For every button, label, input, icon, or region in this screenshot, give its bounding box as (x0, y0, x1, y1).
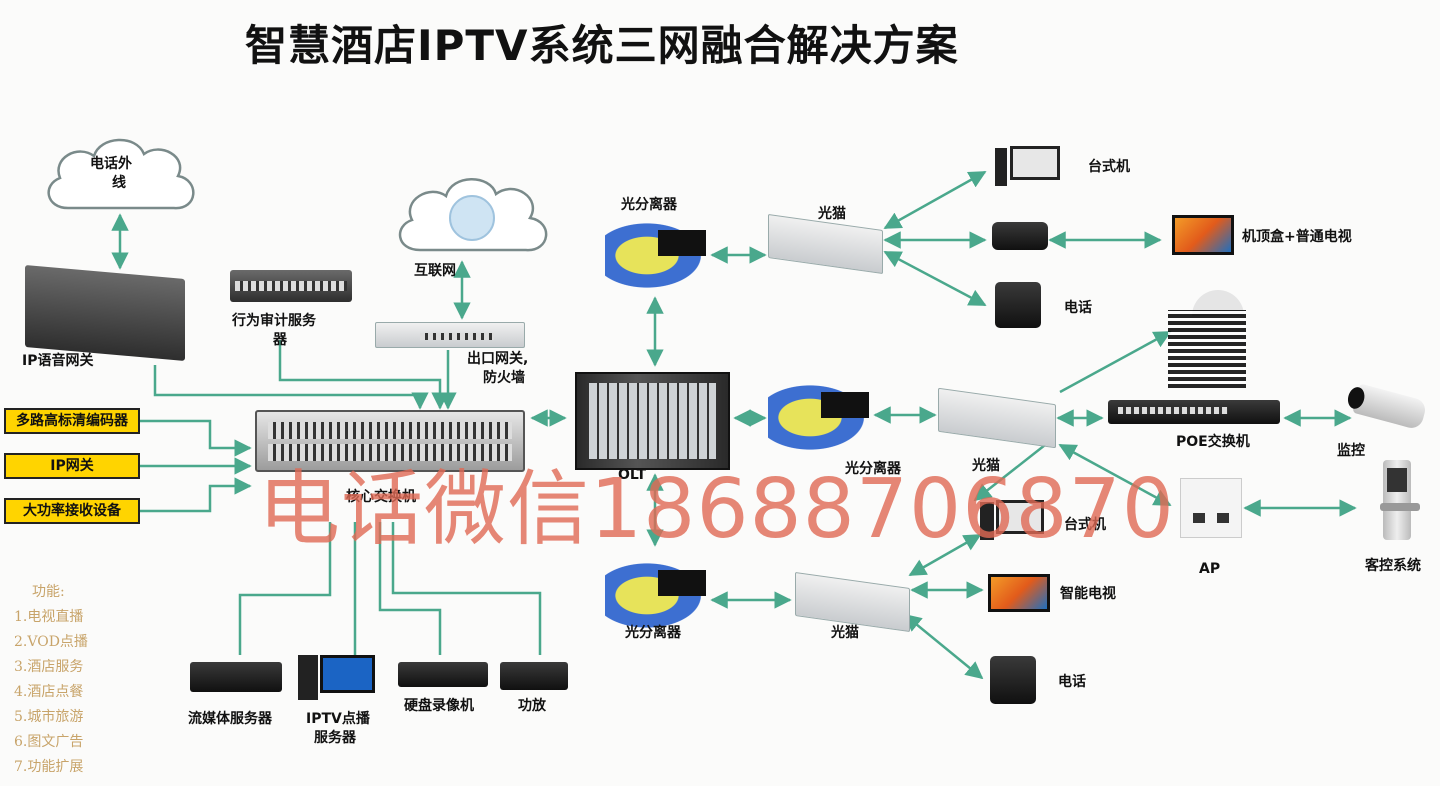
desktop-mid-tower-icon (980, 502, 994, 540)
desktop-mid-monitor-icon (996, 500, 1044, 534)
splitter-mid-label: 光分离器 (845, 461, 901, 477)
phone-line-cloud-icon (47, 138, 195, 210)
tv-icon (1172, 215, 1234, 255)
onu-bottom-label: 光猫 (831, 625, 859, 641)
phone-top-label: 电话 (1064, 300, 1092, 316)
poe-switch-label: POE交换机 (1176, 434, 1250, 450)
functions-list: 功能: 1.电视直播 2.VOD点播 3.酒店服务 4.酒店点餐 5.城市旅游 … (12, 580, 88, 780)
function-item: 6.图文广告 (14, 734, 84, 750)
stb-icon (992, 222, 1048, 250)
diagram-title: 智慧酒店IPTV系统三网融合解决方案 (245, 21, 959, 70)
internet-label: 互联网 (414, 263, 456, 279)
iptv-server-monitor-icon (320, 655, 375, 693)
exit-gateway-label-1: 出口网关, (467, 351, 529, 367)
poe-switch-icon (1108, 400, 1280, 424)
qr-code-icon (1168, 310, 1246, 388)
iptv-server-tower-icon (298, 655, 318, 700)
link-receiver-core (140, 477, 252, 513)
core-switch-icon (255, 410, 525, 472)
link-onumid-desktopmid (973, 444, 1046, 502)
link-onumid-qr (1059, 330, 1172, 394)
phone-line-label-2: 线 (112, 175, 126, 191)
link-onubottom-phone (903, 613, 984, 680)
internet-cloud-icon (398, 178, 548, 252)
audit-server-label-1: 行为审计服务 (232, 313, 316, 329)
stb-tv-label: 机顶盒+普通电视 (1242, 229, 1352, 245)
camera-label: 监控 (1337, 443, 1365, 459)
contact-watermark: 电话微信18688706870 (258, 462, 1175, 557)
link-audit-core (278, 340, 449, 410)
encoder-box: 多路高标清编码器 (4, 408, 140, 434)
olt-icon (575, 372, 730, 470)
link-onutop-desktop (883, 170, 987, 230)
audit-server-icon (230, 270, 352, 302)
onu-mid-label: 光猫 (972, 458, 1000, 474)
functions-heading: 功能: (32, 584, 65, 600)
function-item: 1.电视直播 (14, 609, 84, 625)
link-encoder-core (140, 419, 252, 457)
link-onubottom-desktopmid (908, 533, 982, 577)
link-core-amp (391, 522, 542, 655)
link-core-nvr (378, 522, 442, 655)
desktop-top-label: 台式机 (1088, 159, 1130, 175)
phone-top-icon (995, 282, 1041, 328)
firewall-icon (375, 322, 525, 348)
function-item: 3.酒店服务 (14, 659, 84, 675)
ip-voice-gateway-label: IP语音网关 (22, 353, 94, 369)
receiver-box: 大功率接收设备 (4, 498, 140, 524)
desktop-top-monitor-icon (1010, 146, 1060, 180)
streaming-server-icon (190, 662, 282, 692)
nvr-icon (398, 662, 488, 687)
olt-label: OLT (618, 467, 647, 483)
phone-bottom-label: 电话 (1058, 674, 1086, 690)
iptv-server-label-2: 服务器 (314, 730, 356, 746)
splitter-mid-icon (768, 380, 873, 455)
exit-gateway-label-2: 防火墙 (483, 370, 525, 386)
amplifier-icon (500, 662, 568, 690)
phone-bottom-icon (990, 656, 1036, 704)
door-lock-handle-icon (1380, 503, 1420, 511)
smart-tv-label: 智能电视 (1060, 586, 1116, 602)
link-onutop-phone (883, 250, 987, 307)
splitter-top-icon (605, 218, 710, 293)
streaming-server-label: 流媒体服务器 (188, 711, 272, 727)
link-onumid-ap (1058, 443, 1172, 507)
iptv-server-label-1: IPTV点播 (306, 711, 370, 727)
splitter-top-label: 光分离器 (621, 197, 677, 213)
function-item: 2.VOD点播 (14, 634, 88, 650)
phone-line-label-1: 电话外 (90, 156, 132, 172)
link-voicegw-core (153, 365, 429, 410)
splitter-bottom-icon (605, 558, 710, 633)
nvr-label: 硬盘录像机 (404, 698, 474, 714)
function-item: 4.酒店点餐 (14, 684, 84, 700)
audit-server-label-2: 器 (273, 332, 287, 348)
core-switch-label: 核心交换机 (346, 489, 416, 505)
door-lock-icon (1383, 460, 1411, 540)
ap-panel-icon (1180, 478, 1242, 538)
desktop-top-tower-icon (995, 148, 1007, 186)
room-control-label: 客控系统 (1365, 558, 1421, 574)
smart-tv-icon (988, 574, 1050, 612)
amplifier-label: 功放 (518, 698, 546, 714)
desktop-mid-label: 台式机 (1064, 517, 1106, 533)
function-item: 7.功能扩展 (14, 759, 84, 775)
ip-gateway-box: IP网关 (4, 453, 140, 479)
onu-top-label: 光猫 (818, 206, 846, 222)
splitter-bottom-label: 光分离器 (625, 625, 681, 641)
ap-label: AP (1199, 561, 1221, 577)
ip-voice-gateway-icon (25, 265, 185, 361)
function-item: 5.城市旅游 (14, 709, 84, 725)
link-core-streaming (238, 522, 332, 655)
